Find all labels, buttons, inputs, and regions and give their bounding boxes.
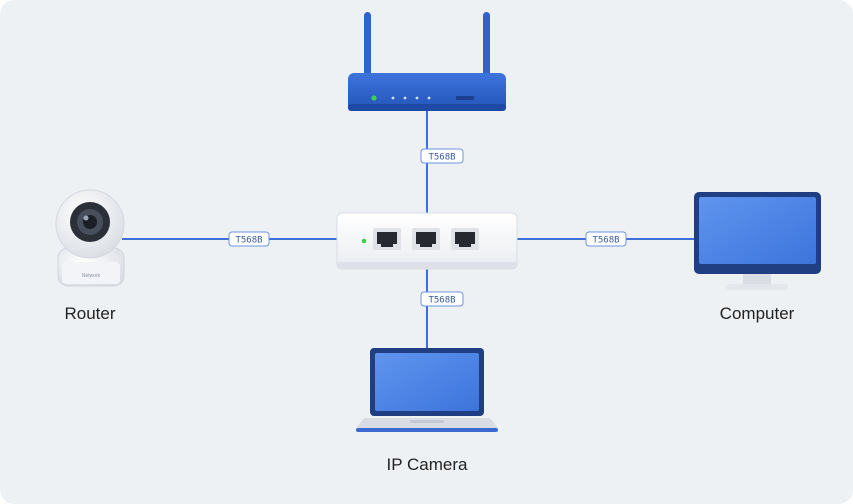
network-switch-icon	[336, 212, 518, 270]
ethernet-port-3-icon	[451, 228, 479, 250]
ethernet-port-2-icon	[412, 228, 440, 250]
camera-brand-text: Network	[82, 273, 101, 279]
laptop-device-label: IP Camera	[387, 455, 468, 474]
computer-device-label: Computer	[720, 304, 795, 323]
cable-tag-top: T568B	[420, 148, 464, 164]
laptop-icon	[356, 348, 498, 432]
cable-tag-bottom-text: T568B	[428, 296, 455, 306]
ethernet-port-1-icon	[373, 228, 401, 250]
cable-tag-right: T568B	[585, 231, 627, 247]
cable-tag-right-text: T568B	[592, 236, 619, 246]
desktop-monitor-icon	[694, 192, 821, 290]
cable-tag-bottom: T568B	[420, 291, 464, 307]
wifi-router-icon	[348, 12, 506, 111]
camera-device-label: Router	[64, 304, 115, 323]
cable-tag-left: T568B	[228, 231, 270, 247]
ip-camera-icon: Network	[55, 189, 125, 287]
cable-tag-left-text: T568B	[235, 236, 262, 246]
cable-tag-top-text: T568B	[428, 153, 455, 163]
